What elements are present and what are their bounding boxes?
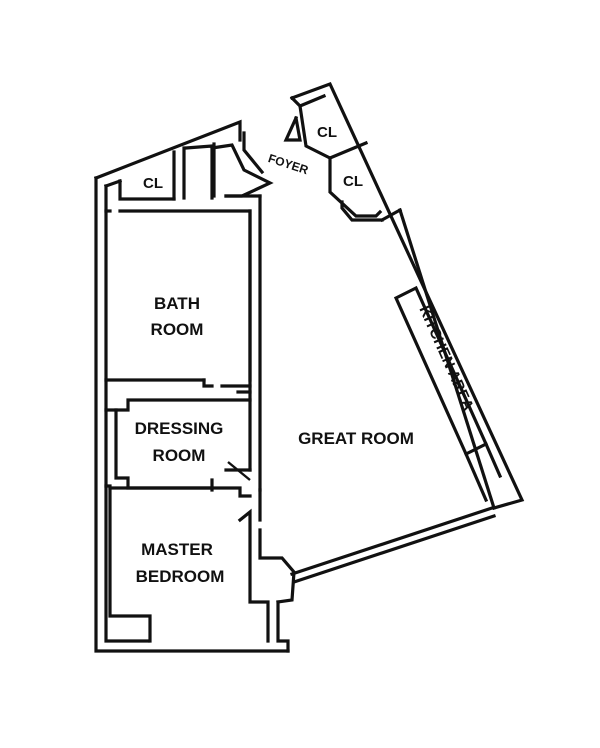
closet-mid-label: CL — [343, 173, 363, 190]
top-angled-wall — [93, 119, 242, 189]
bottom-angled-wall — [258, 488, 497, 604]
bedroom-walls — [104, 484, 290, 653]
closets-right — [283, 95, 403, 223]
foyer-label: FOYER — [266, 151, 310, 177]
kitchen-counter — [393, 285, 503, 503]
bath-label-line1: BATH — [154, 294, 200, 313]
closet-top-label: CL — [317, 124, 337, 141]
dressing-room-walls — [104, 398, 252, 492]
master-label-line2: BEDROOM — [136, 567, 225, 586]
dressing-label-line2: ROOM — [153, 446, 206, 465]
closet-left — [118, 146, 186, 201]
great-room-label: GREAT ROOM — [298, 429, 414, 448]
master-label-line1: MASTER — [141, 540, 213, 559]
closet-left-label: CL — [143, 175, 163, 192]
outer-left-wall — [94, 176, 290, 653]
dressing-label-line1: DRESSING — [135, 419, 224, 438]
central-wall — [224, 194, 262, 492]
foyer-entry-walls — [184, 131, 274, 200]
bath-label-line2: ROOM — [151, 320, 204, 339]
